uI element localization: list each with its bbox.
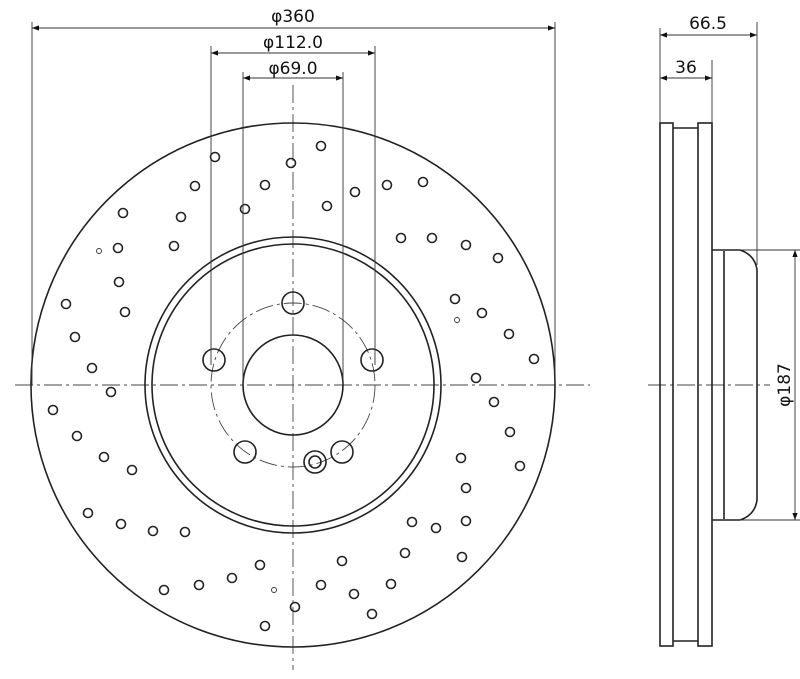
drilled-hole: [321, 200, 333, 212]
bolt-circle: [210, 302, 376, 468]
drilled-hole: [189, 180, 201, 192]
drilled-hole: [456, 551, 468, 563]
drilled-hole: [117, 207, 129, 219]
drilled-hole: [385, 578, 397, 590]
drilled-hole: [349, 186, 361, 198]
drilled-hole: [417, 176, 429, 188]
drilled-hole: [336, 555, 348, 567]
drilled-hole: [503, 328, 515, 340]
bolt-hole: [233, 440, 257, 464]
drilled-hole: [455, 452, 467, 464]
drilled-hole: [315, 579, 327, 591]
drilled-hole: [175, 211, 187, 223]
drilled-hole: [71, 430, 83, 442]
bolt-hole: [202, 348, 226, 372]
hub-inner-ring: [151, 243, 435, 527]
drilled-hole: [470, 372, 482, 384]
bolt-hole: [281, 291, 305, 315]
drilled-hole: [126, 464, 138, 476]
drilled-hole: [158, 584, 170, 596]
drilled-hole: [113, 276, 125, 288]
drilled-hole: [82, 507, 94, 519]
bolt-circle-label: φ112.0: [263, 33, 323, 53]
drilled-hole: [488, 396, 500, 408]
drilled-hole: [395, 232, 407, 244]
hat-section: [712, 249, 758, 521]
drilled-hole: [426, 232, 438, 244]
drilled-hole: [239, 203, 251, 215]
hub-outer-ring: [144, 236, 442, 534]
drilled-hole: [259, 620, 271, 632]
drilled-hole: [259, 179, 271, 191]
total-height-label: 66.5: [689, 14, 727, 34]
drilled-hole: [209, 151, 221, 163]
drilled-hole: [504, 426, 516, 438]
locating-pin-hole-inner: [308, 455, 322, 469]
drilled-hole: [69, 331, 81, 343]
drilled-hole: [285, 157, 297, 169]
drilled-hole: [315, 140, 327, 152]
drilled-hole: [193, 579, 205, 591]
drilled-hole: [289, 601, 301, 613]
bolt-hole: [330, 440, 354, 464]
drilled-hole: [366, 608, 378, 620]
drilled-hole: [348, 588, 360, 600]
drilled-hole: [430, 522, 442, 534]
side-view: [648, 122, 770, 647]
drilled-hole: [147, 525, 159, 537]
small-hole: [271, 587, 277, 593]
drilled-hole: [47, 404, 59, 416]
bolt-holes: [202, 291, 384, 464]
drilled-hole: [399, 547, 411, 559]
bolt-hole: [360, 348, 384, 372]
drilled-hole: [179, 526, 191, 538]
drilled-hole: [115, 518, 127, 530]
drilled-hole: [119, 306, 131, 318]
drilled-hole: [528, 353, 540, 365]
front-view: [15, 85, 590, 670]
side-dimensions: 66.5 36 φ187: [659, 14, 800, 521]
drilled-hole: [460, 482, 472, 494]
drilled-hole: [449, 293, 461, 305]
small-hole: [454, 317, 460, 323]
drilled-hole: [226, 572, 238, 584]
drilled-hole: [492, 252, 504, 264]
front-dimensions: φ360 φ112.0 φ69.0: [31, 7, 556, 385]
outer-diameter-label: φ360: [271, 7, 315, 27]
drilled-hole: [460, 239, 472, 251]
drilled-hole: [406, 516, 418, 528]
drilled-hole: [105, 386, 117, 398]
center-bore-label: φ69.0: [268, 59, 317, 79]
drilled-hole: [476, 307, 488, 319]
drilled-hole: [514, 460, 526, 472]
inner-friction-plate: [697, 122, 713, 647]
drilled-hole: [98, 451, 110, 463]
drilled-hole: [112, 242, 124, 254]
drilled-hole: [86, 362, 98, 374]
outer-friction-plate: [659, 122, 674, 647]
locating-pin-hole-outer: [303, 450, 327, 474]
drilled-hole: [60, 298, 72, 310]
thickness-label: 36: [675, 58, 697, 78]
cross-drilled-holes: [47, 140, 540, 632]
drilled-hole: [381, 179, 393, 191]
hat-diameter-label: φ187: [775, 363, 795, 407]
drilled-hole: [254, 559, 266, 571]
drilled-hole: [460, 515, 472, 527]
small-hole: [96, 248, 102, 254]
drilled-hole: [168, 240, 180, 252]
